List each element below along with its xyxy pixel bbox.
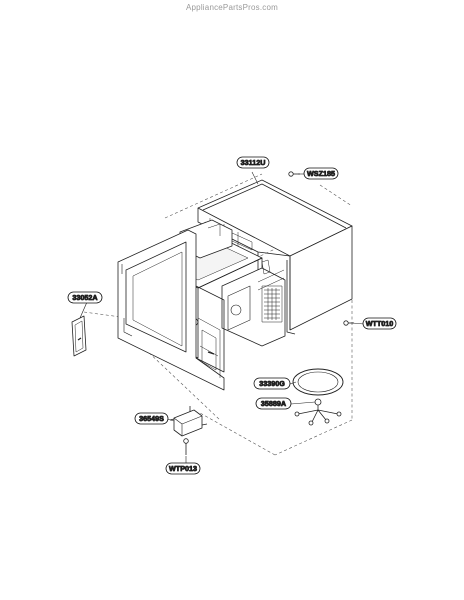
callout-tray: 33390G [253,377,291,390]
svg-text:33112U: 33112U [241,158,266,167]
turntable-motor [169,406,208,437]
glass-tray [292,368,344,396]
svg-text:33052A: 33052A [72,293,97,302]
svg-text:WTP013: WTP013 [169,464,197,473]
callout-motor-screw: WTP013 [165,462,201,475]
watermark: AppliancePartsPros.com [186,3,278,12]
svg-text:35889A: 35889A [261,399,286,408]
motor-screw-icon [183,438,189,455]
callout-roller-guide: 35889A [255,397,292,410]
roller-guide [294,398,342,426]
svg-text:36549S: 36549S [139,414,164,423]
outer-case [197,179,353,335]
door-cover [71,315,87,357]
front-frame [117,229,225,391]
leader-lines [79,171,365,463]
svg-text:WSZ185: WSZ185 [307,169,335,178]
callout-motor: 36549S [134,412,169,425]
svg-text:WTT010: WTT010 [366,319,394,328]
svg-text:33390G: 33390G [259,379,285,388]
callout-foot-screw: WTT010 [362,317,397,330]
callout-door-cover: 33052A [67,291,103,304]
callout-outer-case: 33112U [236,156,270,169]
callout-case-screw: WSZ185 [303,167,339,180]
